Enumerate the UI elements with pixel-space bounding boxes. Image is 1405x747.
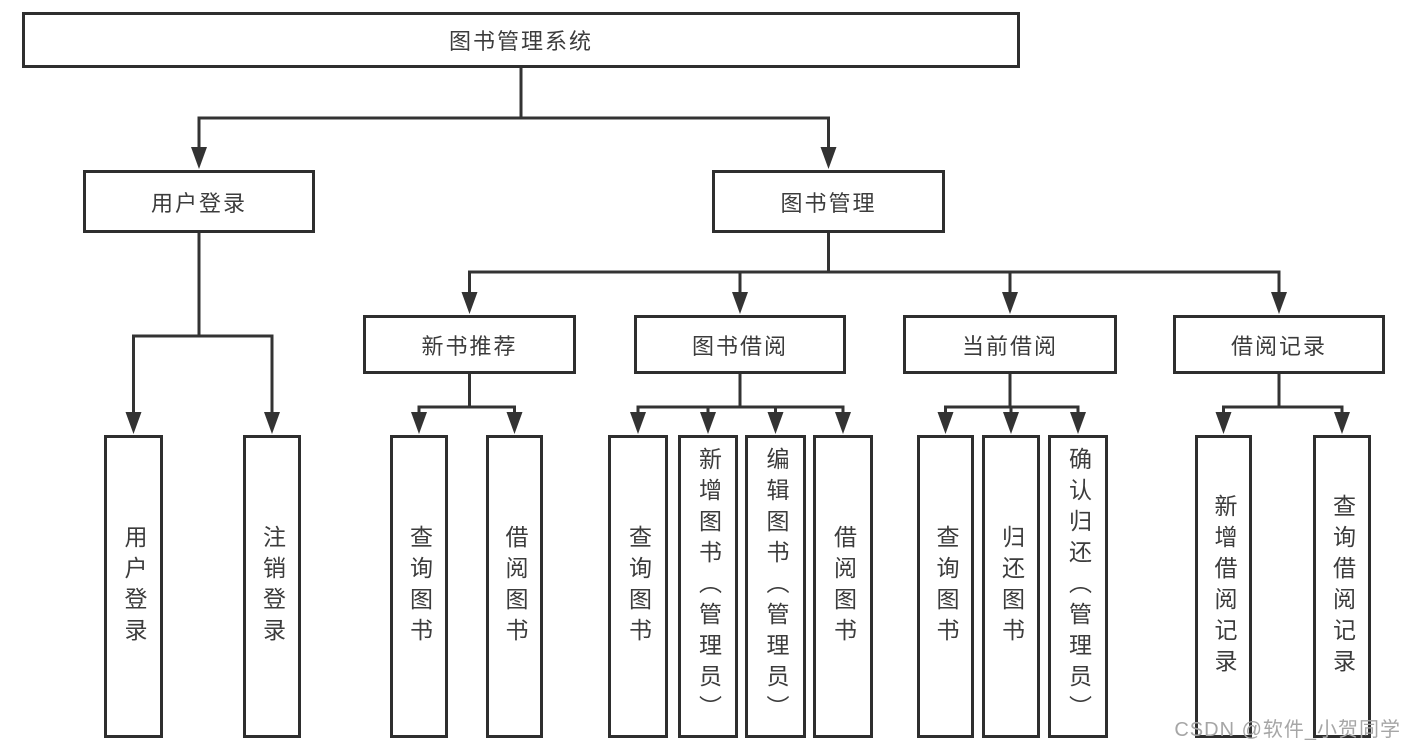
node-book-management: 图书管理	[712, 170, 945, 233]
node-user-login-leaf: 用户登录	[104, 435, 163, 738]
node-label-query-books-3: 查询图书	[933, 524, 959, 649]
node-label-user-login-leaf: 用户登录	[121, 524, 147, 649]
node-query-books-2: 查询图书	[608, 435, 668, 738]
watermark: CSDN @软件_小贺同学	[1174, 719, 1401, 741]
node-label-book-management: 图书管理	[780, 190, 877, 216]
node-add-borrow-record: 新增借阅记录	[1195, 435, 1252, 738]
node-label-query-books-1: 查询图书	[406, 524, 433, 649]
node-label-edit-books-admin: 编辑图书（管理员）	[763, 447, 789, 726]
node-new-book-recommend: 新书推荐	[363, 315, 576, 374]
node-label-add-borrow-record: 新增借阅记录	[1211, 493, 1237, 680]
node-label-add-books-admin: 新增图书（管理员）	[695, 447, 722, 726]
node-edit-books-admin: 编辑图书（管理员）	[745, 435, 806, 738]
node-confirm-return-admin: 确认归还（管理员）	[1048, 435, 1108, 738]
node-add-books-admin: 新增图书（管理员）	[678, 435, 738, 738]
node-logout-leaf: 注销登录	[243, 435, 301, 738]
node-return-books: 归还图书	[982, 435, 1040, 738]
node-label-logout-leaf: 注销登录	[259, 524, 286, 649]
node-label-new-book-recommend: 新书推荐	[421, 333, 518, 359]
node-label-confirm-return-admin: 确认归还（管理员）	[1065, 447, 1092, 726]
node-book-borrowing: 图书借阅	[634, 315, 846, 374]
node-label-return-books: 归还图书	[998, 524, 1025, 649]
node-borrow-records: 借阅记录	[1173, 315, 1385, 374]
node-label-borrow-books-1: 借阅图书	[502, 524, 528, 649]
node-borrow-books-1: 借阅图书	[486, 435, 543, 738]
node-label-borrow-records: 借阅记录	[1230, 333, 1327, 359]
node-query-borrow-record: 查询借阅记录	[1313, 435, 1371, 738]
node-root: 图书管理系统	[22, 12, 1020, 68]
node-label-query-books-2: 查询图书	[625, 524, 652, 649]
node-label-root: 图书管理系统	[448, 29, 593, 54]
node-current-borrowing: 当前借阅	[903, 315, 1117, 374]
node-query-books-3: 查询图书	[917, 435, 974, 738]
node-label-user-login: 用户登录	[150, 190, 247, 216]
node-label-book-borrowing: 图书借阅	[691, 333, 788, 359]
node-query-books-1: 查询图书	[390, 435, 448, 738]
node-borrow-books-2: 借阅图书	[813, 435, 873, 738]
node-label-borrow-books-2: 借阅图书	[830, 524, 857, 649]
node-label-query-borrow-record: 查询借阅记录	[1329, 493, 1356, 680]
node-user-login: 用户登录	[83, 170, 315, 233]
node-label-current-borrowing: 当前借阅	[961, 333, 1058, 359]
